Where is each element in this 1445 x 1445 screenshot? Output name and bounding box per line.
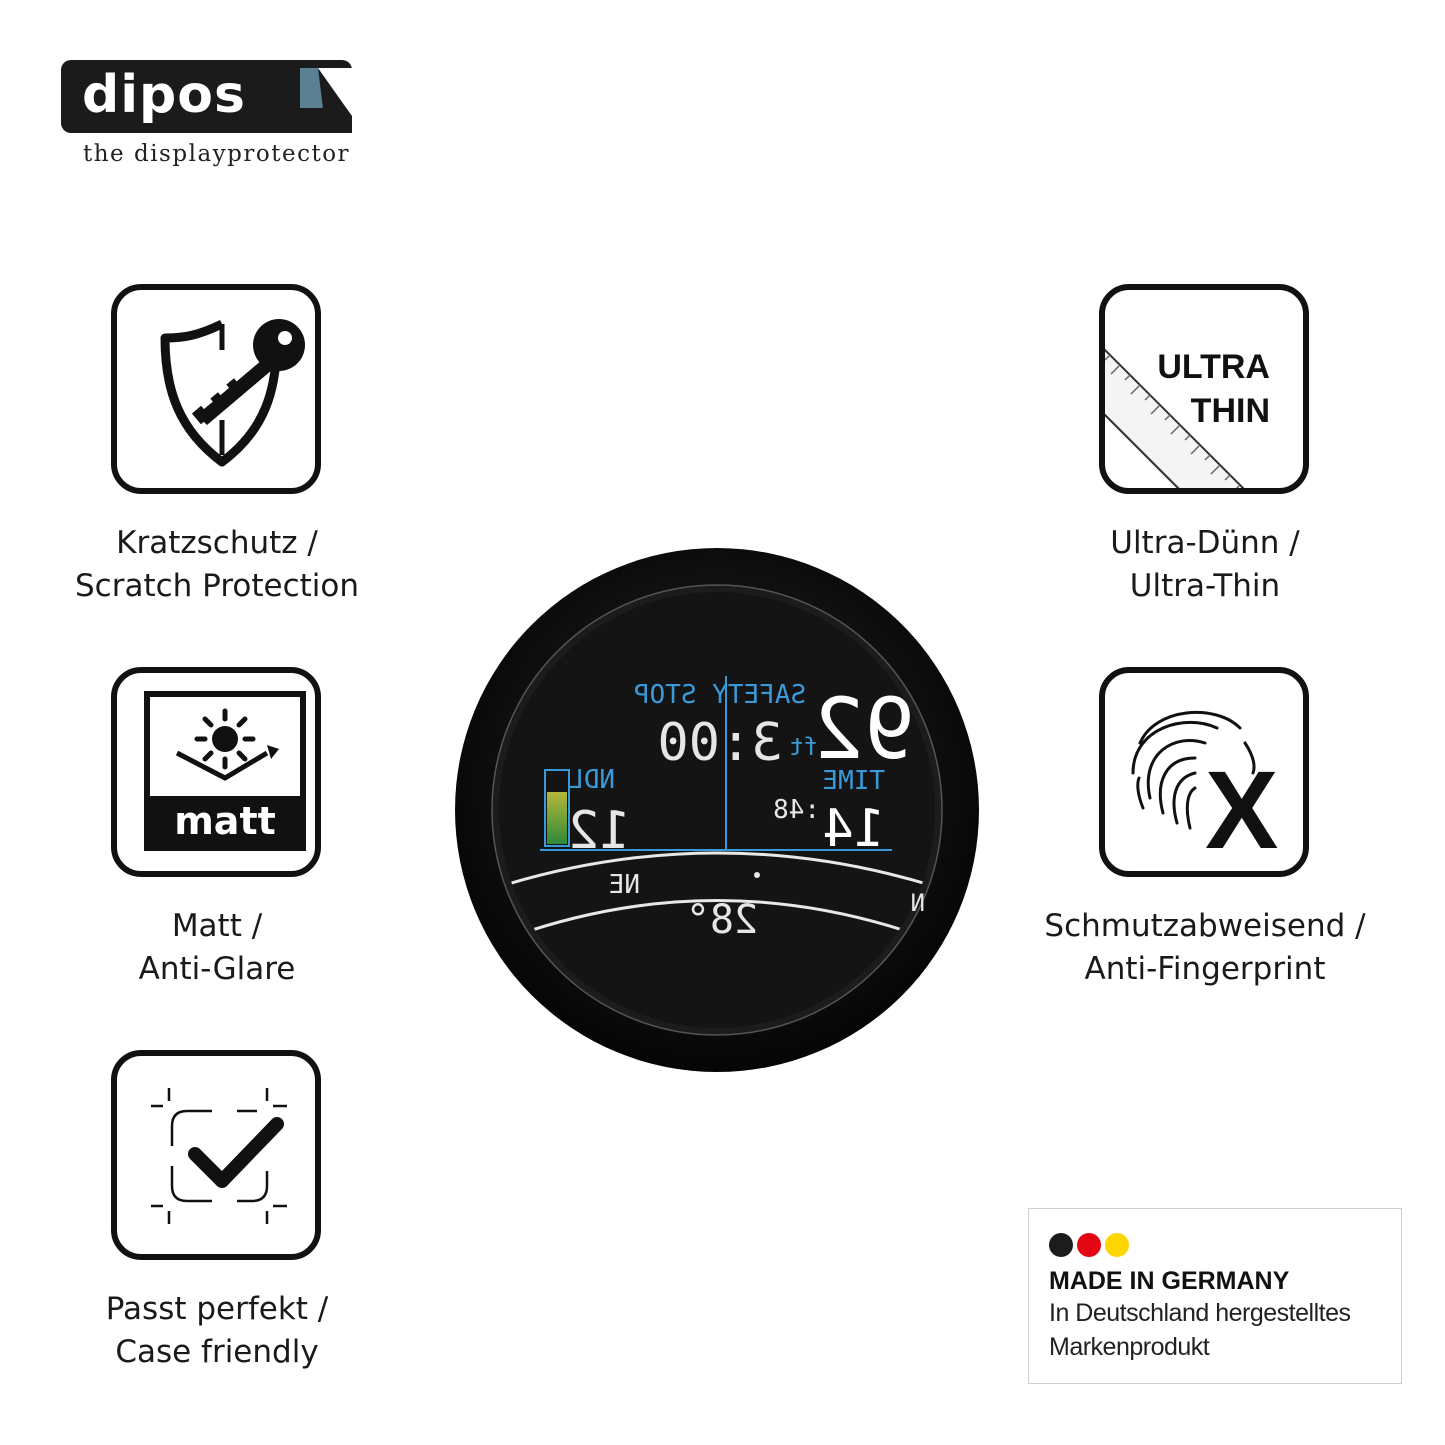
scratch-caption-de: Kratzschutz / [116, 525, 318, 561]
frame-check-icon [151, 1088, 287, 1224]
ultra-thin-badge-line2: THIN [1190, 392, 1270, 430]
ultra-thin-badge-line1: ULTRA [1157, 348, 1270, 386]
flag-dot-red [1077, 1233, 1101, 1257]
flag-dot-gold [1105, 1233, 1129, 1257]
matt-caption: Matt / Anti-Glare [37, 905, 397, 991]
dive-time-seconds: :48 [773, 795, 820, 825]
page-fold-icon [300, 68, 352, 133]
ultra-thin-caption: Ultra-Dünn / Ultra-Thin [1025, 522, 1385, 608]
fingerprint-caption-en: Anti-Fingerprint [1084, 951, 1326, 987]
ultra-thin-caption-en: Ultra-Thin [1129, 568, 1281, 604]
scratch-caption: Kratzschutz / Scratch Protection [37, 522, 397, 608]
matt-badge: matt [147, 796, 303, 846]
shield-key-icon [160, 319, 305, 467]
dive-time-main: 14 [822, 799, 885, 859]
fit-caption: Passt perfekt / Case friendly [37, 1288, 397, 1374]
dive-time-label: TIME [822, 766, 885, 796]
safety-stop-time: 3:00 [657, 713, 782, 773]
fingerprint-caption-de: Schmutzabweisend / [1044, 908, 1366, 944]
ndl-label: NDL [568, 765, 615, 795]
heading-degrees: 28° [686, 897, 758, 943]
ndl-value: 12 [568, 801, 631, 861]
svg-text:X: X [1205, 749, 1278, 871]
fit-caption-de: Passt perfekt / [105, 1291, 329, 1327]
made-in-germany-title: MADE IN GERMANY [1049, 1267, 1290, 1295]
sun-reflection-icon [144, 691, 306, 851]
fit-caption-en: Case friendly [115, 1334, 319, 1370]
compass-ne: NE [609, 870, 640, 900]
dive-computer-display: SAFETY STOP 3:00 NDL 12 92 ft TIME 14 :4… [455, 548, 979, 1072]
made-in-germany-line1: In Deutschland hergestelltes [1049, 1299, 1351, 1327]
made-in-germany-line2: Markenprodukt [1049, 1333, 1210, 1361]
depth-unit: ft [789, 733, 818, 761]
brand-logo: dipos [82, 65, 246, 125]
depth-value: 92 [814, 680, 915, 778]
ultra-thin-tile: ULTRA THIN [1099, 284, 1309, 494]
scratch-caption-en: Scratch Protection [75, 568, 359, 604]
flag-dot-black [1049, 1233, 1073, 1257]
brand-tagline: the displayprotector [83, 141, 351, 167]
matt-tile: matt [111, 667, 321, 877]
ultra-thin-caption-de: Ultra-Dünn / [1110, 525, 1300, 561]
ultra-thin-badge: ULTRA THIN [1145, 345, 1270, 433]
made-in-germany-box: MADE IN GERMANY In Deutschland hergestel… [1028, 1208, 1402, 1384]
scratch-tile [111, 284, 321, 494]
fit-tile [111, 1050, 321, 1260]
ruler-icon [1105, 348, 1245, 488]
compass-n: N [911, 889, 925, 917]
matt-caption-de: Matt / [171, 908, 263, 944]
matt-caption-en: Anti-Glare [138, 951, 296, 987]
safety-stop-label: SAFETY STOP [634, 680, 806, 710]
fingerprint-caption: Schmutzabweisend / Anti-Fingerprint [1025, 905, 1385, 991]
fingerprint-tile: X [1099, 667, 1309, 877]
fingerprint-cross-icon: X [1131, 710, 1278, 871]
